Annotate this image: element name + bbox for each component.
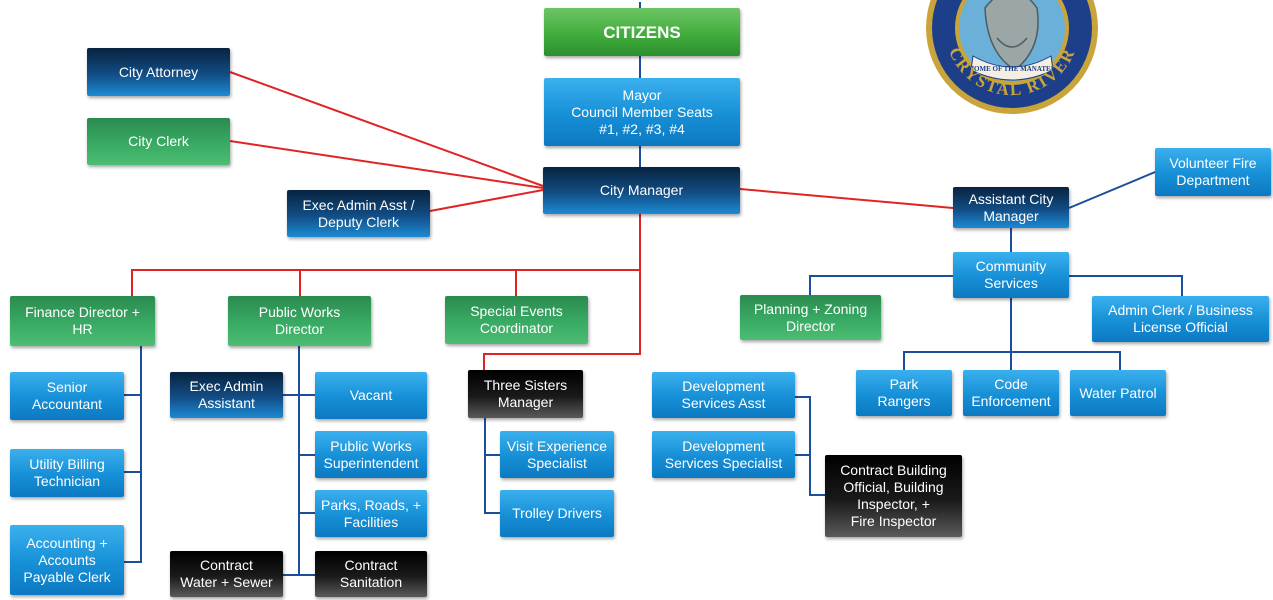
- special-events-coordinator-box: Special Events Coordinator: [445, 296, 588, 344]
- citizens-box: CITIZENS: [544, 8, 740, 56]
- exec-admin-deputy-clerk-box: Exec Admin Asst / Deputy Clerk: [287, 190, 430, 237]
- vacant-box: Vacant: [315, 372, 427, 419]
- city-clerk-box: City Clerk: [87, 118, 230, 165]
- parks-roads-facilities-box: Parks, Roads, + Facilities: [315, 490, 427, 537]
- public-works-director-box: Public Works Director: [228, 296, 371, 346]
- code-enforcement-box: Code Enforcement: [963, 370, 1059, 416]
- water-patrol-box: Water Patrol: [1070, 370, 1166, 416]
- contract-sanitation-box: Contract Sanitation: [315, 551, 427, 597]
- park-rangers-box: Park Rangers: [856, 370, 952, 416]
- city-manager-box: City Manager: [543, 167, 740, 214]
- visit-experience-specialist-box: Visit Experience Specialist: [500, 431, 614, 478]
- volunteer-fire-department-box: Volunteer Fire Department: [1155, 148, 1271, 196]
- accounting-payable-clerk-box: Accounting + Accounts Payable Clerk: [10, 525, 124, 595]
- exec-admin-assistant-box: Exec Admin Assistant: [170, 372, 283, 418]
- red-connectors: [131, 71, 954, 370]
- contract-building-official-box: Contract Building Official, Building Ins…: [825, 455, 962, 537]
- mayor-council-box: Mayor Council Member Seats #1, #2, #3, #…: [544, 78, 740, 146]
- trolley-drivers-box: Trolley Drivers: [500, 490, 614, 537]
- planning-zoning-director-box: Planning + Zoning Director: [740, 295, 881, 340]
- development-services-specialist-box: Development Services Specialist: [652, 431, 795, 478]
- utility-billing-technician-box: Utility Billing Technician: [10, 449, 124, 497]
- senior-accountant-box: Senior Accountant: [10, 372, 124, 420]
- contract-water-sewer-box: Contract Water + Sewer: [170, 551, 283, 597]
- seal-ribbon-text: HOME OF THE MANATEE: [969, 65, 1056, 73]
- assistant-city-manager-box: Assistant City Manager: [953, 187, 1069, 228]
- crystal-river-seal-logo: HOME OF THE MANATEE CRYSTAL RIVER: [926, 0, 1098, 114]
- admin-clerk-business-license-box: Admin Clerk / Business License Official: [1092, 296, 1269, 342]
- community-services-box: Community Services: [953, 252, 1069, 298]
- finance-director-hr-box: Finance Director + HR: [10, 296, 155, 346]
- three-sisters-manager-box: Three Sisters Manager: [468, 370, 583, 418]
- public-works-superintendent-box: Public Works Superintendent: [315, 431, 427, 478]
- city-attorney-box: City Attorney: [87, 48, 230, 96]
- development-services-asst-box: Development Services Asst: [652, 372, 795, 418]
- blue-connectors: [124, 2, 1183, 576]
